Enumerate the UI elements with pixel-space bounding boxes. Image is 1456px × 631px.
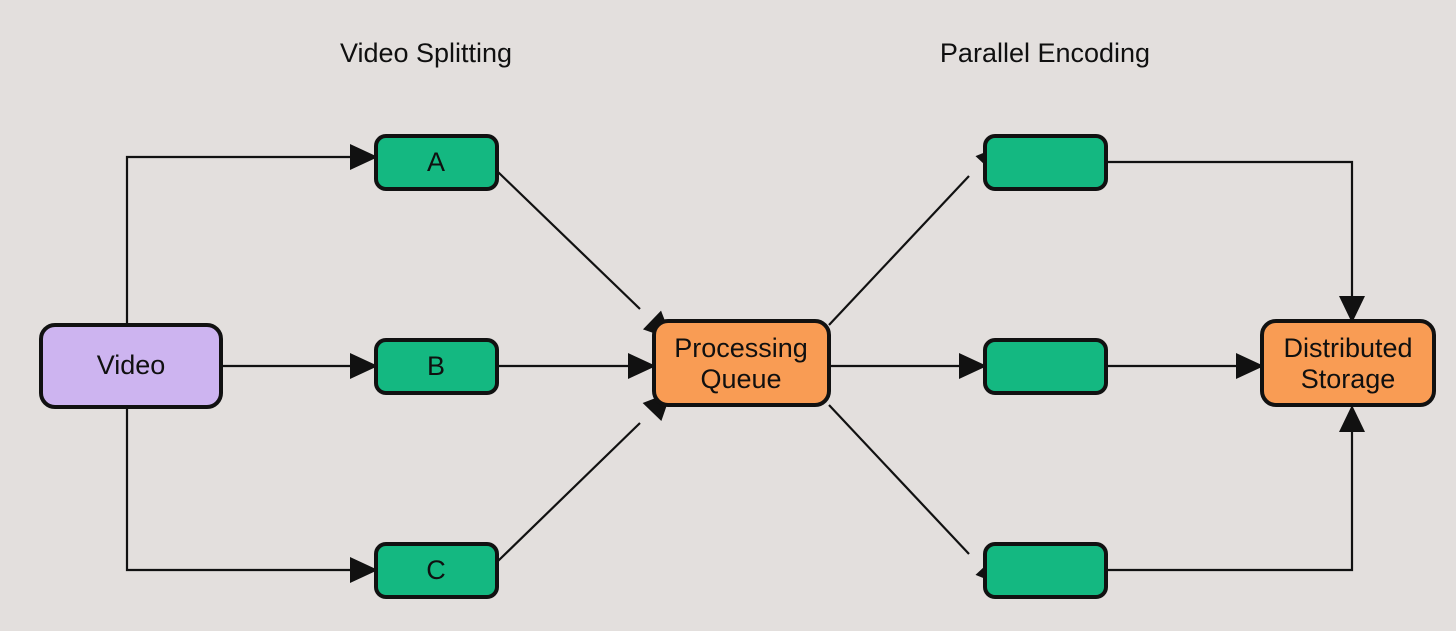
nodes-layer: Video A B C Processing Queue — [39, 134, 1436, 599]
node-distributed-storage-label-line1: Distributed — [1283, 333, 1412, 363]
arrowhead-to-chunk-b — [350, 353, 378, 379]
node-chunk-c-shape[interactable] — [374, 542, 499, 599]
edge-encoder-top-to-storage — [1106, 160, 1354, 300]
node-chunk-a[interactable]: A — [374, 134, 499, 191]
arrowhead-to-chunk-a — [350, 144, 378, 170]
section-title-video-splitting: Video Splitting — [340, 38, 512, 68]
edge-chunk-a-to-queue — [497, 171, 641, 310]
edge-queue-to-encoder-bottom — [828, 404, 970, 555]
edge-chunk-c-to-queue — [497, 422, 641, 562]
node-chunk-c[interactable]: C — [374, 542, 499, 599]
node-encoder-top[interactable] — [983, 134, 1108, 191]
node-video-label: Video — [97, 350, 166, 380]
node-chunk-a-shape[interactable] — [374, 134, 499, 191]
node-processing-queue-shape[interactable] — [652, 319, 831, 407]
node-distributed-storage[interactable]: Distributed Storage — [1260, 319, 1436, 407]
node-chunk-b-shape[interactable] — [374, 338, 499, 395]
arrowhead-storage-top — [1339, 296, 1365, 323]
arrowhead-to-encoder-middle — [959, 353, 987, 379]
edges-layer — [125, 155, 1354, 572]
arrowhead-storage-left — [1236, 353, 1264, 379]
node-encoder-middle-shape[interactable] — [983, 338, 1108, 395]
section-title-parallel-encoding: Parallel Encoding — [940, 38, 1150, 68]
node-video-shape[interactable] — [39, 323, 223, 409]
node-chunk-b[interactable]: B — [374, 338, 499, 395]
node-video[interactable]: Video — [39, 323, 223, 409]
node-encoder-middle[interactable] — [983, 338, 1108, 395]
edge-video-to-chunk-c — [125, 407, 352, 572]
node-chunk-c-label: C — [426, 555, 446, 585]
edge-video-to-chunk-a — [125, 155, 352, 325]
node-chunk-a-label: A — [427, 147, 445, 177]
node-processing-queue-label-line1: Processing — [674, 333, 808, 363]
arrowhead-to-chunk-c — [350, 557, 378, 583]
node-encoder-bottom-shape[interactable] — [983, 542, 1108, 599]
edge-queue-to-encoder-top — [828, 175, 970, 326]
node-encoder-top-shape[interactable] — [983, 134, 1108, 191]
edge-encoder-bottom-to-storage — [1106, 428, 1354, 572]
node-processing-queue[interactable]: Processing Queue — [652, 319, 831, 407]
arrowhead-storage-bottom — [1339, 405, 1365, 432]
node-distributed-storage-shape[interactable] — [1260, 319, 1436, 407]
node-chunk-b-label: B — [427, 351, 445, 381]
node-processing-queue-label-line2: Queue — [700, 364, 781, 394]
section-titles: Video Splitting Parallel Encoding — [340, 38, 1150, 68]
node-distributed-storage-label-line2: Storage — [1301, 364, 1396, 394]
arrowhead-queue-from-chunk-b — [628, 353, 656, 379]
node-encoder-bottom[interactable] — [983, 542, 1108, 599]
